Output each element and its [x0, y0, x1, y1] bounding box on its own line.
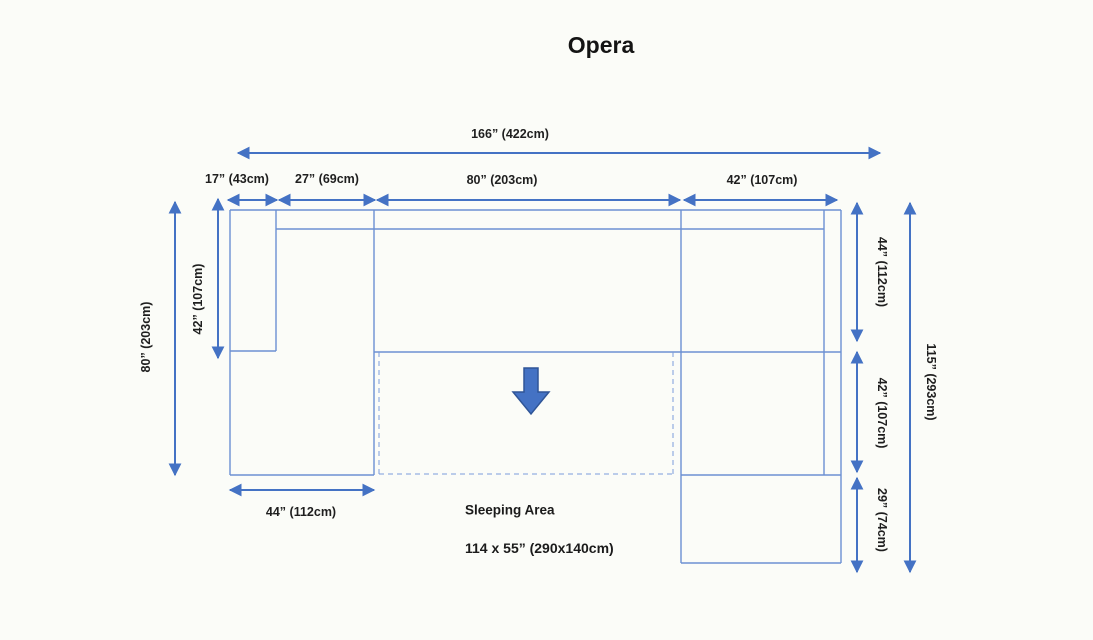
dim-label-middle-width: 80” (203cm) — [466, 173, 538, 187]
dim-label-chaise-width: 44” (112cm) — [265, 505, 337, 519]
dim-label-overall-depth-right: 115” (293cm) — [924, 343, 938, 421]
sleeping-area-label: Sleeping Area — [465, 502, 555, 518]
page-title: Opera — [567, 32, 635, 58]
pull-out-direction-arrow-icon — [511, 367, 551, 416]
sleeping-area-dashed-outline — [378, 352, 674, 475]
dim-label-back-left-width: 17” (43cm) — [205, 172, 269, 186]
dim-label-right-front-depth: 29” (74cm) — [875, 488, 889, 552]
dim-label-right-section-width: 42” (107cm) — [726, 173, 798, 187]
dim-label-overall-width: 166” (422cm) — [471, 127, 549, 141]
dim-label-left-seat-width: 27” (69cm) — [295, 172, 359, 186]
dim-label-overall-depth-left: 80” (203cm) — [139, 301, 153, 373]
furniture-outline — [229, 209, 842, 564]
dim-label-right-back-depth: 44” (112cm) — [875, 236, 889, 308]
dim-label-right-seat-depth: 42” (107cm) — [875, 377, 889, 449]
sleeping-area-size: 114 x 55” (290x140cm) — [465, 540, 614, 556]
dim-label-left-inner-depth: 42” (107cm) — [191, 263, 205, 335]
dimension-arrows — [168, 146, 917, 574]
